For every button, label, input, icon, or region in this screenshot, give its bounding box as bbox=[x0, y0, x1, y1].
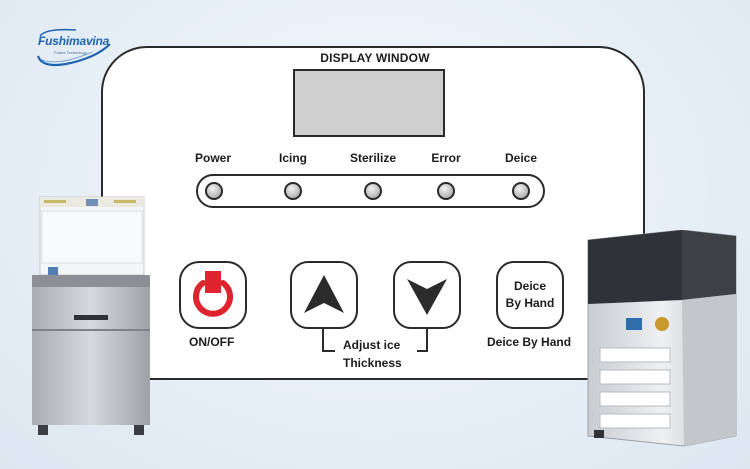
arrow-up-icon bbox=[304, 275, 344, 313]
indicator-label-icing: Icing bbox=[278, 151, 308, 165]
logo-swoosh-icon bbox=[36, 28, 111, 67]
adjust-bracket bbox=[322, 327, 428, 352]
thickness-up-button[interactable] bbox=[290, 261, 358, 329]
indicator-led-deice bbox=[512, 182, 530, 200]
deice-button-line1: Deice bbox=[513, 279, 547, 293]
indicator-label-sterilize: Sterilize bbox=[349, 151, 397, 165]
deice-by-hand-button[interactable]: Deice By Hand bbox=[496, 261, 564, 329]
arrow-down-icon bbox=[407, 279, 447, 315]
deice-button-line2: By Hand bbox=[505, 296, 555, 310]
thickness-down-button[interactable] bbox=[393, 261, 461, 329]
indicator-led-power bbox=[205, 182, 223, 200]
indicator-track bbox=[196, 174, 545, 208]
power-button[interactable] bbox=[179, 261, 247, 329]
control-panel: DISPLAY WINDOW Power Icing Sterilize Err… bbox=[101, 46, 645, 380]
deice-caption: Deice By Hand bbox=[487, 335, 572, 349]
display-window bbox=[293, 69, 445, 137]
ice-machine-right-image bbox=[587, 230, 737, 447]
power-icon bbox=[193, 271, 233, 317]
brand-logo: Fushimavina Future Technology bbox=[36, 26, 116, 70]
deice-button-text: Deice By Hand bbox=[506, 278, 555, 312]
indicator-label-deice: Deice bbox=[504, 151, 538, 165]
display-window-label: DISPLAY WINDOW bbox=[320, 51, 430, 65]
brand-tagline: Future Technology bbox=[54, 50, 87, 55]
ice-machine-left-image bbox=[32, 196, 150, 435]
indicator-led-sterilize bbox=[364, 182, 382, 200]
indicator-led-icing bbox=[284, 182, 302, 200]
indicator-label-error: Error bbox=[431, 151, 461, 165]
indicator-label-power: Power bbox=[194, 151, 232, 165]
adjust-label-line2: Thickness bbox=[343, 356, 402, 370]
indicator-led-error bbox=[437, 182, 455, 200]
brand-name: Fushimavina bbox=[38, 34, 110, 48]
adjust-label-line1: Adjust ice bbox=[343, 338, 401, 352]
power-caption: ON/OFF bbox=[189, 335, 235, 349]
